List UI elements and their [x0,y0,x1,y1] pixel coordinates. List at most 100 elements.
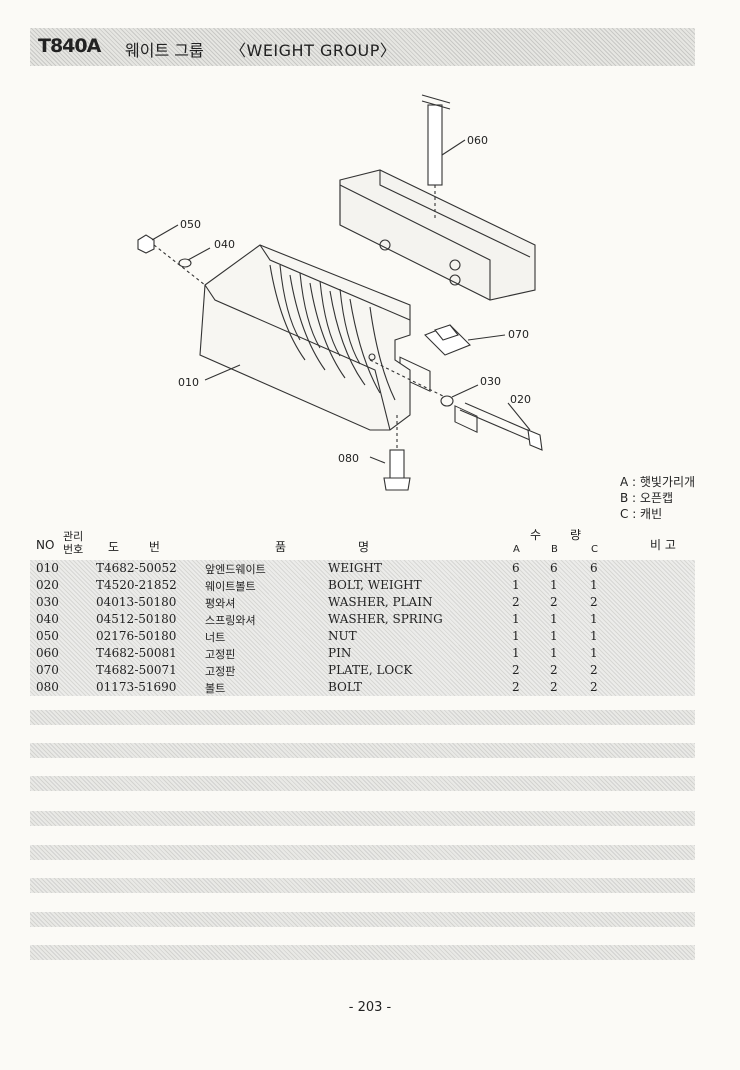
row-name-ko: 앞엔드웨이트 [205,563,266,576]
empty-table-row [30,878,695,893]
empty-table-row [30,845,695,860]
plain-washer-030 [440,395,454,407]
pin-060 [421,94,451,220]
legend-c: C : 캐빈 [620,507,663,521]
row-no: 040 [36,612,59,626]
row-no: 080 [36,680,59,694]
empty-table-row [30,945,695,960]
row-qty-c: 2 [590,680,598,694]
header-drawing-no: 도 번 [108,540,160,554]
row-part-number: T4520-21852 [96,578,177,592]
bolt-080 [383,415,411,491]
row-no: 010 [36,561,59,575]
row-name-en: PLATE, LOCK [328,663,413,677]
empty-table-row [30,811,695,826]
row-name-ko: 너트 [205,631,226,644]
table-row: 030 04013-50180 평와셔 WASHER, PLAIN 2 2 2 [30,594,695,611]
header-qty-left: 수 [530,528,542,542]
table-row: 060 T4682-50081 고정핀 PIN 1 1 1 [30,645,695,662]
header-qty-right: 량 [570,528,582,542]
row-name-ko: 스프링와셔 [205,614,256,627]
header-mgmt-top: 관리 [63,530,84,543]
spring-washer-040 [178,258,192,268]
row-name-ko: 고정핀 [205,648,236,661]
row-name-en: BOLT, WEIGHT [328,578,422,592]
row-part-number: 01173-51690 [96,680,177,694]
lock-plate-070 [424,324,471,356]
exploded-parts-diagram: 060 050 040 070 010 030 020 080 [137,94,543,491]
row-qty-b: 2 [550,595,558,609]
header-no: NO [36,538,55,552]
weight-bolt-020 [369,359,543,451]
table-row: 020 T4520-21852 웨이트볼트 BOLT, WEIGHT 1 1 1 [30,577,695,594]
row-qty-a: 2 [512,663,520,677]
header-b: B [551,544,558,555]
row-qty-b: 1 [550,612,558,626]
empty-table-row [30,912,695,927]
row-qty-c: 6 [590,561,598,575]
row-no: 070 [36,663,59,677]
parts-table-header: NO 관리 번호 도 번 품 명 수 량 A B C 비 고 [30,526,695,560]
row-qty-b: 2 [550,680,558,694]
table-row: 040 04512-50180 스프링와셔 WASHER, SPRING 1 1… [30,611,695,628]
row-qty-c: 1 [590,629,598,643]
row-name-en: PIN [328,646,352,660]
row-qty-b: 6 [550,561,558,575]
row-name-en: NUT [328,629,357,643]
group-title-en: 〈WEIGHT GROUP〉 [230,41,397,60]
row-qty-a: 2 [512,680,520,694]
header-item: 품 [275,540,287,554]
group-title-ko: 웨이트 그룹 [125,41,204,60]
row-qty-c: 1 [590,646,598,660]
row-no: 030 [36,595,59,609]
row-part-number: 04013-50180 [96,595,177,609]
header-name: 명 [358,540,370,554]
row-qty-a: 1 [512,629,520,643]
row-qty-b: 1 [550,578,558,592]
row-qty-b: 2 [550,663,558,677]
nut-050 [137,234,155,254]
legend-b: B : 오픈캡 [620,491,674,505]
callout-070: 070 [508,328,529,341]
callout-040: 040 [214,238,235,251]
cabin-type-legend: A : 햇빛가리개 B : 오픈캡 C : 캐빈 [620,474,695,522]
empty-table-row [30,710,695,725]
callout-080: 080 [338,452,359,465]
row-qty-c: 2 [590,595,598,609]
row-name-ko: 고정판 [205,665,236,678]
table-row: 010 T4682-50052 앞엔드웨이트 WEIGHT 6 6 6 [30,560,695,577]
row-part-number: 04512-50180 [96,612,177,626]
table-row: 070 T4682-50071 고정판 PLATE, LOCK 2 2 2 [30,662,695,679]
row-qty-a: 1 [512,612,520,626]
header-a: A [513,544,520,555]
row-qty-c: 2 [590,663,598,677]
page-number: - 203 - [348,1000,392,1015]
empty-table-row [30,743,695,758]
empty-table-row [30,776,695,791]
row-part-number: 02176-50180 [96,629,177,643]
row-qty-a: 1 [512,646,520,660]
row-name-ko: 볼트 [205,682,226,695]
row-name-en: WASHER, PLAIN [328,595,433,609]
callout-020: 020 [510,393,531,406]
row-part-number: T4682-50081 [96,646,177,660]
header-c: C [591,544,598,555]
table-row: 080 01173-51690 볼트 BOLT 2 2 2 [30,679,695,696]
table-row: 050 02176-50180 너트 NUT 1 1 1 [30,628,695,645]
callout-050: 050 [180,218,201,231]
row-no: 060 [36,646,59,660]
row-name-en: WASHER, SPRING [328,612,443,626]
row-part-number: T4682-50052 [96,561,177,575]
header-remarks: 비 고 [650,538,676,552]
title-bar: T840A 웨이트 그룹 〈WEIGHT GROUP〉 [30,28,695,66]
row-name-en: BOLT [328,680,362,694]
model-code: T840A [38,35,101,57]
callout-030: 030 [480,375,501,388]
row-no: 020 [36,578,59,592]
callout-060: 060 [467,134,488,147]
row-qty-b: 1 [550,629,558,643]
front-end-weight-010 [199,244,411,431]
row-name-ko: 웨이트볼트 [205,580,256,593]
row-no: 050 [36,629,59,643]
row-name-en: WEIGHT [328,561,382,575]
